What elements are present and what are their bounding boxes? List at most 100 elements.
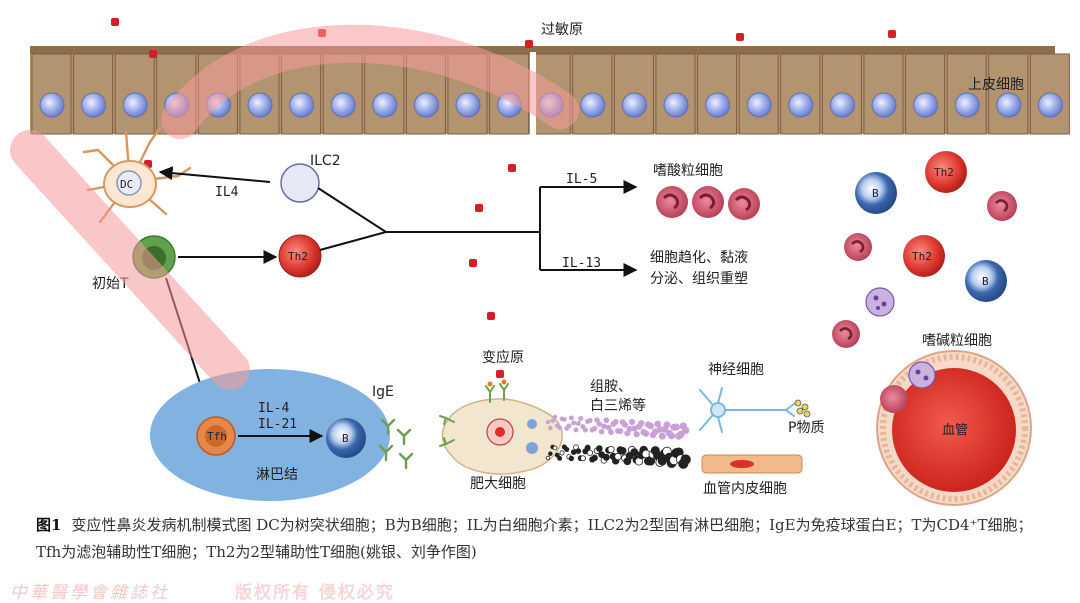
histamine-granule [663, 421, 671, 429]
mediator-granule [570, 449, 577, 455]
th2-right-top-label: Th2 [934, 166, 954, 179]
th2-right-bottom-label: Th2 [912, 250, 932, 263]
ige-label: IgE [372, 384, 394, 400]
epithelial-cell [572, 53, 613, 135]
histamine-granule [545, 419, 551, 425]
histamine-granule [617, 428, 624, 435]
nerve-cell-icon [699, 387, 795, 433]
histamine-granule [672, 423, 680, 431]
histamine-line2: 白三烯等 [590, 397, 646, 414]
dc-label: DC [120, 178, 133, 191]
epithelial-cell [73, 53, 114, 135]
histamine-granule [601, 423, 607, 430]
mediator-granule [607, 446, 615, 454]
histamine-granule [626, 425, 633, 433]
histamine-granule [578, 415, 584, 422]
mediator-granule [680, 454, 691, 465]
mediator-granule [596, 445, 603, 452]
histamine-granule [598, 428, 605, 435]
dendritic-cell-icon [82, 126, 192, 224]
blood-vessel [876, 350, 1032, 506]
histamine-granule [575, 420, 581, 427]
allergen-label: 过敏原 [541, 22, 583, 38]
vessel-label: 血管 [942, 423, 968, 438]
mediator-granule [575, 448, 582, 454]
epithelial-cell [863, 53, 904, 135]
il13-effect-line1: 细胞趋化、黏液 [650, 250, 748, 266]
th2-cell [278, 234, 322, 278]
b-right-bottom-label: B [982, 275, 989, 288]
il4-lymph-label: IL-4 [258, 401, 289, 416]
histamine-granule [633, 431, 640, 438]
histamine-granule [668, 432, 676, 440]
watermark-copyright: 版权所有 侵权必究 [235, 583, 395, 603]
mediator-granules [545, 414, 691, 469]
allergen-particle [496, 370, 504, 378]
allergen-particle [475, 204, 483, 212]
histamine-granule [587, 417, 593, 424]
allergen-particle [736, 33, 744, 41]
watermark-graphic [10, 24, 579, 390]
allergen-particle [111, 18, 119, 26]
mast-cell-label: 肥大细胞 [470, 476, 526, 492]
histamine-granule [566, 423, 572, 429]
epithelial-cell [821, 53, 862, 135]
histamine-granule [591, 425, 598, 432]
allergen-2-label: 变应原 [482, 349, 524, 366]
il13-label: IL-13 [562, 256, 601, 271]
caption-text: 变应性鼻炎发病机制模式图 DC为树突状细胞；B为B细胞；IL为白细胞介素；ILC… [36, 516, 1033, 561]
mediator-granule [614, 452, 622, 461]
histamine-granule [550, 418, 555, 424]
mediator-granule [568, 455, 575, 462]
eosinophil-group [656, 186, 760, 220]
histamine-granule [573, 427, 579, 433]
epithelial-cell [738, 53, 779, 135]
mast-cell-icon [439, 379, 563, 475]
histamine-granule [557, 425, 562, 430]
histamine-granule [571, 420, 577, 426]
allergen-particle [487, 312, 495, 320]
eosinophil-label: 嗜酸粒细胞 [653, 163, 723, 179]
histamine-granule [638, 420, 645, 427]
epithelial-cell [655, 53, 696, 135]
tfh-label: Tfh [207, 430, 227, 443]
histamine-granule [612, 418, 619, 425]
mediator-granule [602, 453, 610, 461]
il13-effect-line2: 分泌、组织重塑 [650, 271, 748, 287]
watermark-publisher: 中華醫學會雜誌社 [10, 583, 170, 603]
figure-number: 图1 [36, 516, 62, 534]
nerve-cell-label: 神经细胞 [708, 362, 764, 378]
histamine-granule [658, 432, 666, 440]
histamine-granule [654, 420, 662, 428]
ilc2-cell [280, 163, 320, 203]
histamine-granule [642, 430, 650, 437]
allergen-particle [525, 40, 533, 48]
histamine-granule [608, 429, 614, 436]
mediator-granule [630, 448, 639, 457]
epithelium-layer [30, 46, 1070, 136]
mediator-granule [559, 450, 565, 456]
th2-label: Th2 [288, 250, 308, 263]
histamine-granule [582, 427, 588, 433]
b-right-top-label: B [872, 187, 879, 200]
epithelial-cell [613, 53, 654, 135]
naive-t-label: 初始T [92, 275, 129, 292]
epithelial-cell [988, 53, 1029, 135]
il4-arrow-label: IL4 [215, 185, 239, 200]
epithelial-cell [31, 53, 72, 135]
b-lymph-label: B [342, 432, 349, 445]
allergen-particle [888, 30, 896, 38]
lymph-node-label: 淋巴结 [256, 467, 298, 483]
epithelial-cell [114, 53, 155, 135]
substance-p-label: P物质 [788, 420, 824, 436]
mediator-granule [618, 447, 627, 455]
allergen-particle [149, 50, 157, 58]
substance-p-granules [794, 399, 811, 418]
epithelial-cell [946, 53, 987, 135]
endothelial-cell [701, 454, 803, 474]
epithelium-label: 上皮细胞 [968, 77, 1024, 93]
histamine-granule [605, 424, 612, 431]
allergen-particle [508, 164, 516, 172]
mediator-granule [548, 451, 553, 456]
histamine-granule [621, 421, 629, 428]
